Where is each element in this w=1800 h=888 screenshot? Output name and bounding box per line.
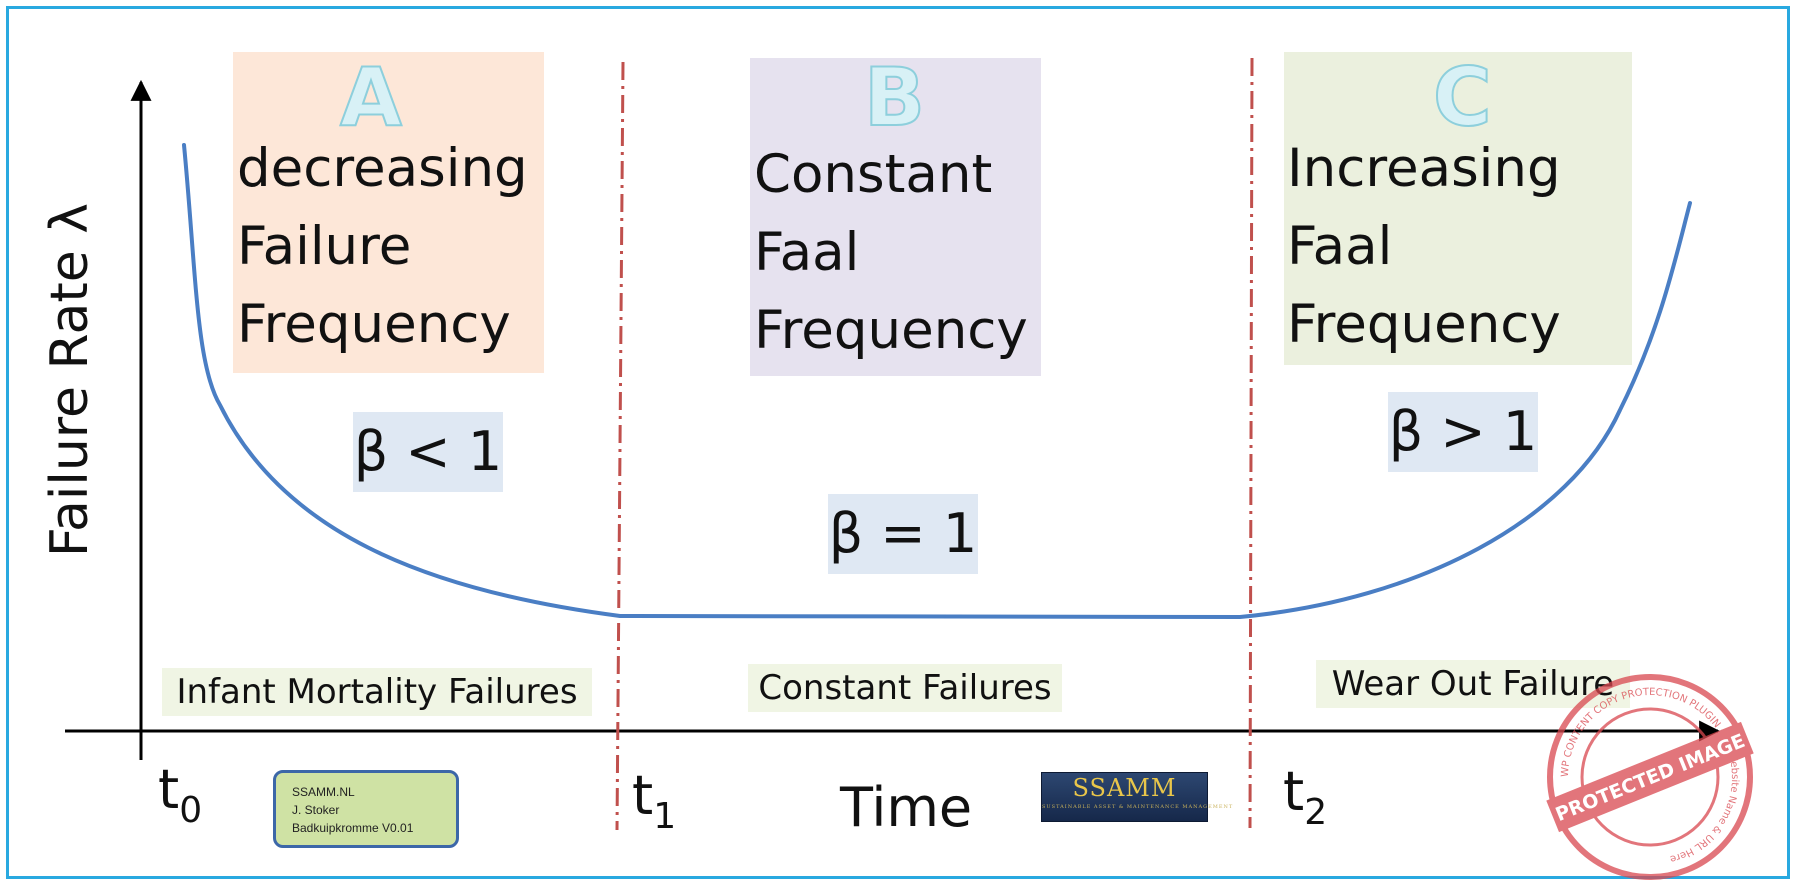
beta-label-a: β < 1 [353,412,503,492]
phase-a-description: decreasing Failure Frequency [237,130,528,364]
category-label-a: Infant Mortality Failures [162,668,592,716]
phase-a-line-1: decreasing [237,138,528,199]
category-label-b: Constant Failures [748,664,1062,712]
phase-c-line-1: Increasing [1287,138,1561,199]
time-marker-t1-base: t [632,764,654,827]
protected-image-stamp: WP CONTENT COPY PROTECTION PLUGIN · My W… [1546,674,1754,880]
frame-border [6,6,1790,879]
time-marker-t2-sub: 2 [1304,792,1328,833]
info-box-line-1: SSAMM.NL [292,785,355,799]
phase-a-box [233,52,544,373]
phase-a-line-3: Frequency [237,294,511,355]
y-axis-label: Failure Rate λ [40,202,100,558]
divider-t2 [1248,57,1254,829]
beta-label-b: β = 1 [828,494,978,574]
beta-label-c: β > 1 [1388,392,1538,472]
logo-subtext: SUSTAINABLE ASSET & MAINTENANCE MANAGEME… [1042,804,1234,810]
phase-c-description: Increasing Faal Frequency [1287,130,1561,364]
phase-c-letter: C [1432,51,1493,144]
ssamm-logo: SSAMM SUSTAINABLE ASSET & MAINTENANCE MA… [1041,772,1234,822]
bathtub-curve [182,143,1692,620]
category-label-c: Wear Out Failure [1316,660,1630,708]
time-marker-t1-sub: 1 [653,796,677,837]
logo-text: SSAMM [1072,774,1177,802]
phase-c-line-3: Frequency [1287,294,1561,355]
divider-t1 [615,61,625,831]
time-marker-t0: t0 [158,760,202,841]
phase-b-box [750,58,1041,376]
time-marker-t0-base: t [158,758,180,821]
time-marker-t2-base: t [1283,760,1305,823]
phase-c-line-2: Faal [1287,216,1393,277]
x-axis-label: Time [840,776,973,839]
info-box: SSAMM.NL J. Stoker Badkuipkromme V0.01 [273,770,459,848]
time-marker-t1: t1 [632,766,676,847]
phase-a-letter: A [339,51,403,144]
phase-b-letter: B [863,51,926,144]
info-box-line-2: J. Stoker [292,803,340,817]
phase-b-description: Constant Faal Frequency [754,136,1028,370]
time-marker-t2: t2 [1283,762,1327,843]
info-box-line-3: Badkuipkromme V0.01 [292,821,414,835]
phase-b-line-1: Constant [754,144,993,205]
phase-b-line-2: Faal [754,222,860,283]
phase-a-line-2: Failure [237,216,412,277]
time-marker-t0-sub: 0 [179,790,203,831]
phase-b-line-3: Frequency [754,300,1028,361]
phase-c-box [1284,52,1632,365]
